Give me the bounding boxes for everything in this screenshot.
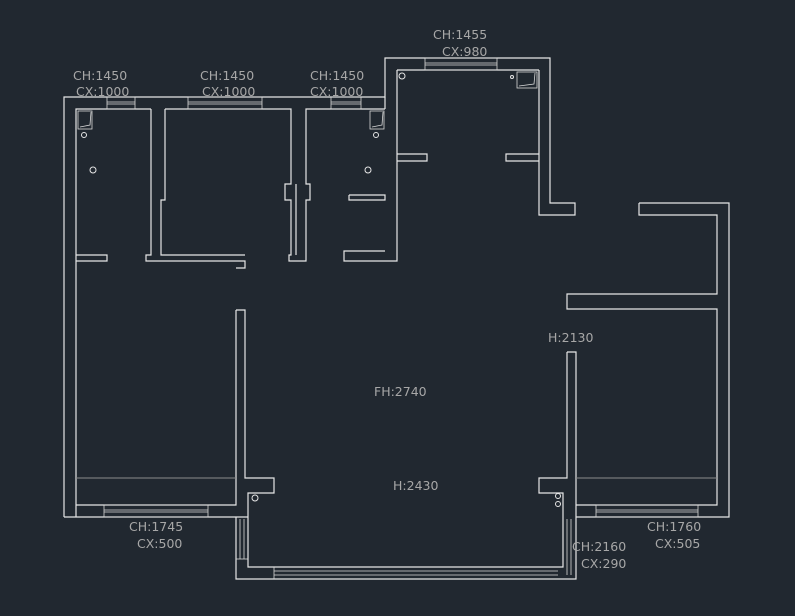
window-height-label: CH:1745 bbox=[129, 519, 183, 534]
window-width-label: CX:1000 bbox=[310, 84, 363, 99]
window-width-label: CX:1000 bbox=[76, 84, 129, 99]
outlet-icon bbox=[398, 72, 406, 80]
outlet-icon bbox=[364, 166, 372, 174]
windows bbox=[103, 57, 699, 579]
window-width-label: CX:980 bbox=[442, 44, 487, 59]
exterior-walls bbox=[63, 57, 730, 518]
outlet-icon bbox=[89, 166, 97, 174]
window-height-label: CH:1455 bbox=[433, 27, 487, 42]
fixtures bbox=[77, 71, 561, 507]
dimension-labels: CH:1450 CX:1000 CH:1450 CX:1000 CH:1450 … bbox=[73, 27, 701, 571]
outlet-icon bbox=[510, 75, 514, 79]
floor-height-label: FH:2740 bbox=[374, 384, 427, 399]
outlet-icon bbox=[81, 132, 87, 138]
window-height-label: CH:1450 bbox=[73, 68, 127, 83]
window-height-label: CH:1450 bbox=[310, 68, 364, 83]
room-height-label: H:2130 bbox=[548, 330, 593, 345]
window-height-label: CH:1760 bbox=[647, 519, 701, 534]
window-width-label: CX:290 bbox=[581, 556, 626, 571]
interior-walls bbox=[76, 108, 577, 580]
outlet-icon bbox=[555, 493, 561, 499]
outlet-icon bbox=[373, 132, 379, 138]
room-height-label: H:2430 bbox=[393, 478, 438, 493]
window-height-label: CH:1450 bbox=[200, 68, 254, 83]
outlet-icon bbox=[555, 501, 561, 507]
window-width-label: CX:1000 bbox=[202, 84, 255, 99]
window-width-label: CX:500 bbox=[137, 536, 182, 551]
window-height-label: CH:2160 bbox=[572, 539, 626, 554]
window-width-label: CX:505 bbox=[655, 536, 700, 551]
outlet-icon bbox=[251, 494, 259, 502]
